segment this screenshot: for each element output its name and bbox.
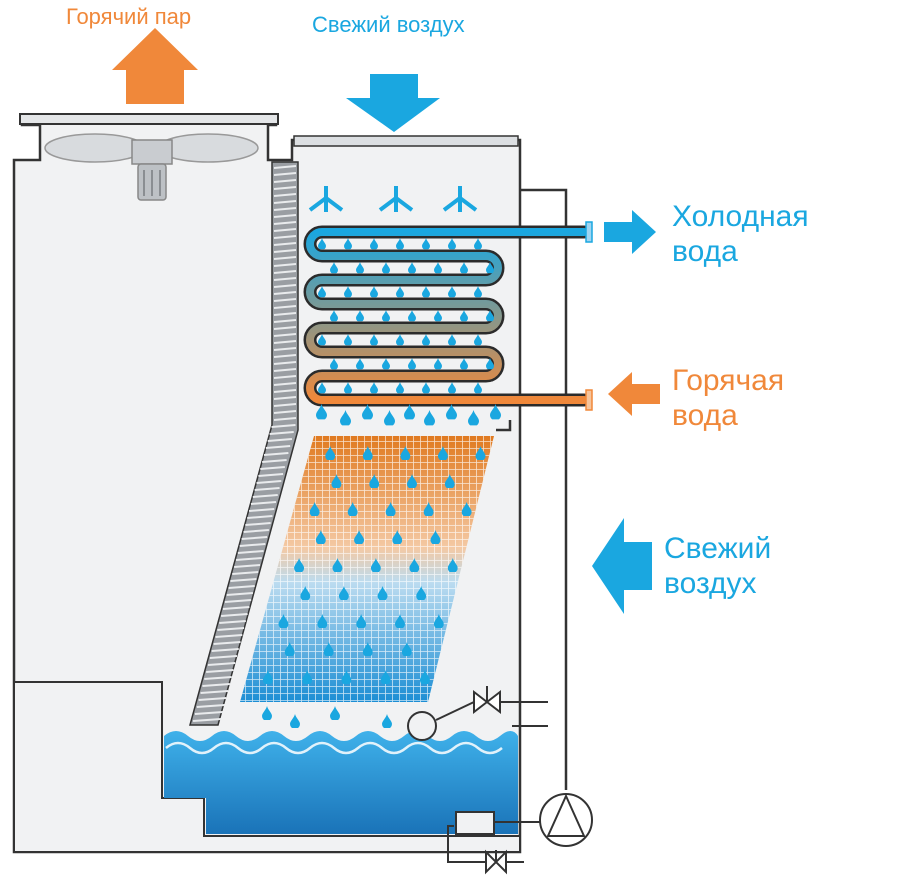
cold-water-label: Холодная вода [672, 200, 809, 269]
pipe-frame [496, 188, 568, 790]
fan [44, 133, 259, 201]
water-basin [13, 681, 521, 853]
cold-water-label-line2: вода [672, 234, 738, 268]
spray-nozzles [308, 186, 478, 212]
fresh-air-top-arrow [346, 74, 440, 132]
fresh-air-side-label-line2: воздух [664, 566, 757, 600]
heat-exchange-coil [303, 221, 593, 411]
fresh-air-top-label: Свежий воздух [312, 12, 465, 37]
float-valve [407, 686, 548, 741]
fresh-air-side-label: Свежий воздух [664, 532, 771, 601]
fresh-air-side-arrow [592, 518, 652, 614]
hot-water-arrow [608, 372, 660, 416]
cold-water-label-line1: Холодная [672, 200, 809, 233]
drift-eliminator [189, 161, 299, 726]
fill-pack [240, 436, 494, 702]
hot-water-label: Горячая вода [672, 364, 784, 433]
fresh-air-side-label-line1: Свежий [664, 532, 772, 565]
hot-water-label-line1: Горячая [672, 364, 785, 397]
hot-steam-arrow [112, 28, 198, 104]
hot-water-label-line2: вода [672, 398, 738, 432]
pump-assembly [447, 793, 593, 875]
hot-steam-label: Горячий пар [66, 4, 192, 29]
cold-water-arrow [604, 210, 656, 254]
